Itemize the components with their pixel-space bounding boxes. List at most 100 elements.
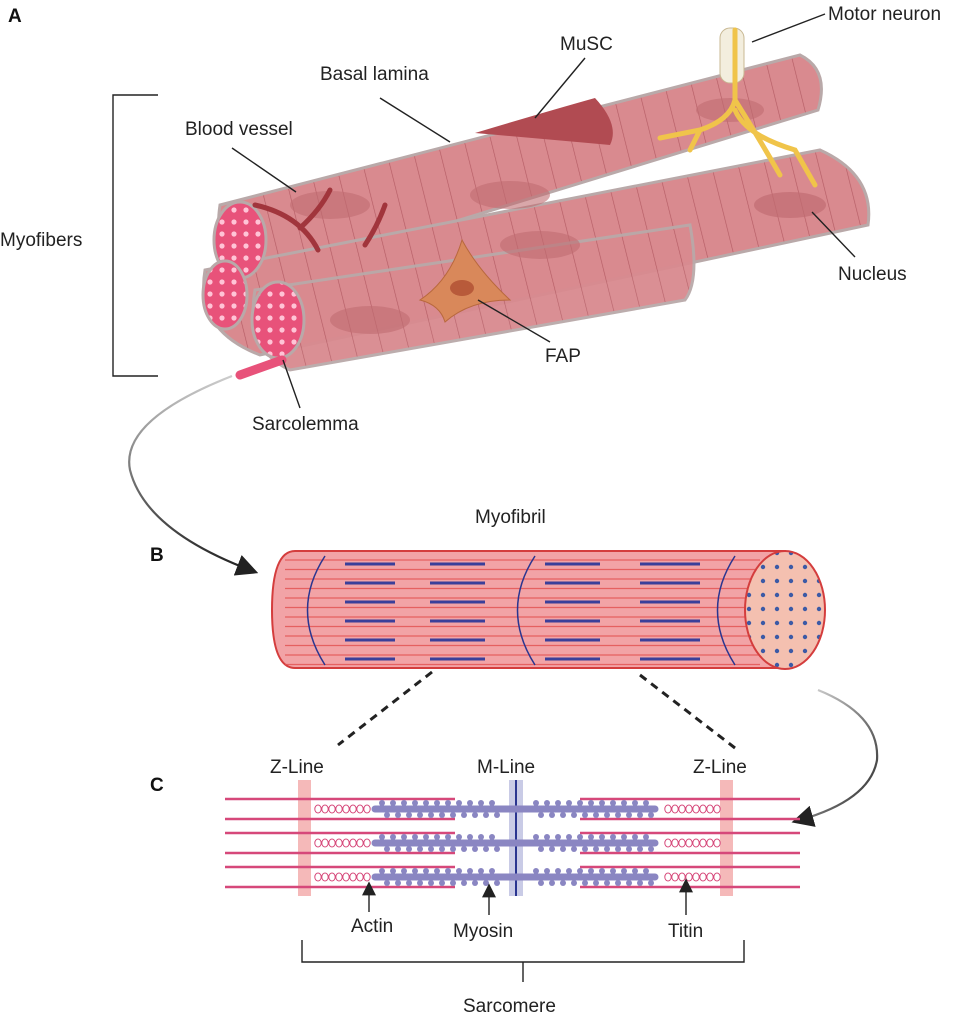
panel-label-a: A [8, 6, 22, 27]
titin-coil [356, 804, 364, 814]
myosin-head [555, 800, 561, 806]
myosin-head [472, 880, 478, 886]
titin-coil [692, 804, 700, 814]
titin-coil [706, 872, 714, 882]
leader-basal-lamina [379, 97, 451, 143]
myosin-head [417, 880, 423, 886]
myosin-head [621, 800, 627, 806]
myosin-head [604, 812, 610, 818]
nucleus-shadow [500, 231, 580, 259]
arrow-myofibril-to-sarcomere [791, 688, 879, 827]
myosin-head [478, 800, 484, 806]
myosin-head [450, 880, 456, 886]
titin-coil [664, 872, 672, 882]
myosin-head [467, 834, 473, 840]
sarcomere [225, 780, 800, 896]
myosin-head [379, 834, 385, 840]
myosin-head [615, 846, 621, 852]
myosin-head [401, 800, 407, 806]
titin-coil [321, 872, 329, 882]
myosin-head [461, 880, 467, 886]
label-m-line: M-Line [477, 757, 535, 778]
myosin-head [626, 880, 632, 886]
myosin-head [390, 800, 396, 806]
myosin-head [648, 812, 654, 818]
myosin-head [478, 834, 484, 840]
titin-coil [713, 838, 721, 848]
myofibril-z-disc [516, 555, 536, 666]
myosin-head [637, 812, 643, 818]
myosin-head [401, 834, 407, 840]
myofibril-filaments [285, 559, 760, 666]
blood-vessel-shape [252, 187, 388, 253]
myofiber-end-left [201, 259, 249, 331]
myosin-head [588, 800, 594, 806]
myosin-head [483, 880, 489, 886]
myosin-head [390, 868, 396, 874]
label-nucleus: Nucleus [838, 264, 907, 285]
myosin-head [467, 868, 473, 874]
titin-coil [335, 838, 343, 848]
myosin-head [434, 834, 440, 840]
myosin-head [406, 880, 412, 886]
myosin-head [395, 846, 401, 852]
myosin-head [483, 846, 489, 852]
myosin-head [533, 834, 539, 840]
titin-coil [335, 804, 343, 814]
myosin-head [417, 812, 423, 818]
myosin-head [560, 846, 566, 852]
myosin-head [621, 834, 627, 840]
myosin-head [461, 846, 467, 852]
myosin-head [626, 812, 632, 818]
myosin-head [401, 868, 407, 874]
myofibril-z-disc [306, 555, 326, 666]
myosin-head [610, 800, 616, 806]
myosin-head [395, 812, 401, 818]
titin-coil [664, 804, 672, 814]
myosin-head [560, 880, 566, 886]
titin-coil [699, 838, 707, 848]
myosin-head [439, 812, 445, 818]
myosin-head [599, 834, 605, 840]
myosin-head [423, 868, 429, 874]
titin-coil [713, 804, 721, 814]
myosin-head [538, 880, 544, 886]
myosin-head [439, 846, 445, 852]
label-blood-vessel: Blood vessel [185, 119, 293, 140]
myosin-head [604, 846, 610, 852]
myosin-head [566, 868, 572, 874]
myosin-head [549, 846, 555, 852]
leader-fap [477, 299, 551, 343]
myosin-head [456, 868, 462, 874]
myosin-head [593, 880, 599, 886]
myosin-head [632, 834, 638, 840]
myosin-head [626, 846, 632, 852]
myosin-head [450, 812, 456, 818]
titin-coil [349, 838, 357, 848]
myosin-head [588, 868, 594, 874]
myosin-head [483, 812, 489, 818]
myosin-head [478, 868, 484, 874]
titin-coil [363, 872, 371, 882]
myosin-head [456, 834, 462, 840]
myosin-head [577, 868, 583, 874]
label-fap: FAP [545, 346, 581, 367]
arrow-fiber-to-myofibril [128, 374, 259, 576]
myosin-head [577, 800, 583, 806]
titin-coil [685, 838, 693, 848]
myosin-head [648, 846, 654, 852]
label-myosin: Myosin [453, 921, 513, 942]
leader-blood-vessel [231, 147, 297, 193]
titin-coil [335, 872, 343, 882]
myosin-head [472, 846, 478, 852]
label-z-line-left: Z-Line [270, 757, 324, 778]
titin-coil [342, 838, 350, 848]
myosin-head [566, 800, 572, 806]
myosin-head [571, 880, 577, 886]
myosin-head [544, 834, 550, 840]
myosin-head [538, 846, 544, 852]
titin-coil [363, 838, 371, 848]
myofibril-strand [235, 355, 287, 380]
myosin-head [423, 834, 429, 840]
myosin-head [549, 812, 555, 818]
